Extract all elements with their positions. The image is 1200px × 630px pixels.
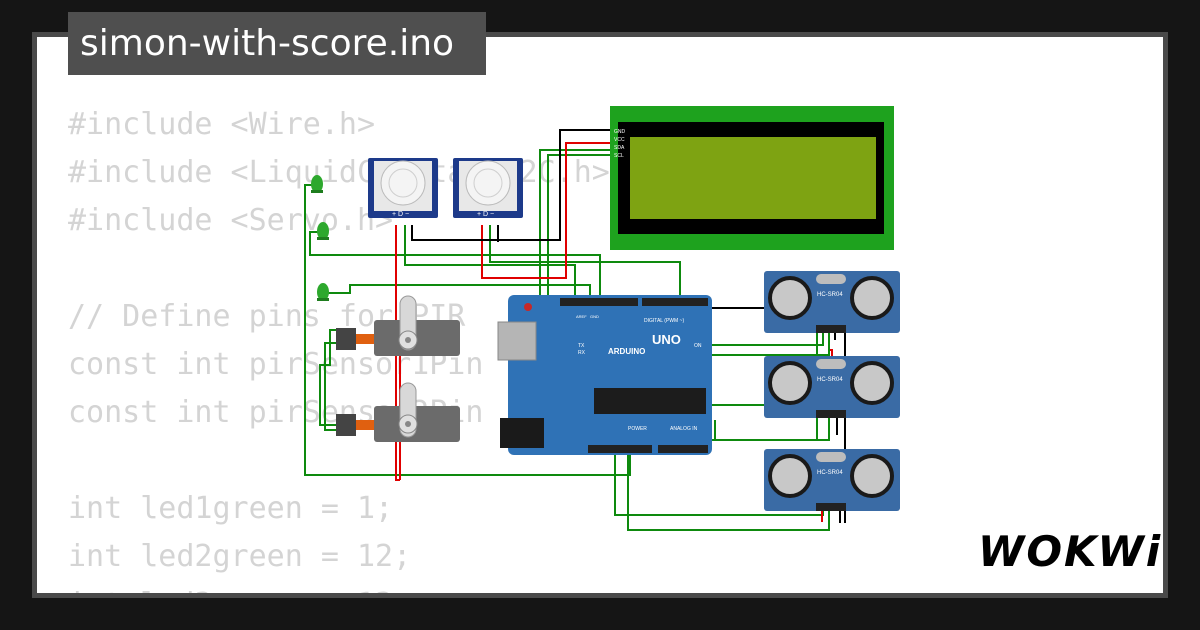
ultrasonic-sensor-2: HC-SR04 — [764, 356, 900, 418]
project-title: simon-with-score.ino — [68, 12, 486, 75]
pir-sensor-2: + D − — [453, 158, 523, 218]
arduino-rx-label: RX — [578, 350, 586, 356]
arduino-on-label: ON — [694, 343, 702, 349]
arduino-logo-text: ARDUINO — [608, 347, 645, 356]
lcd-pin-gnd-label: GND — [614, 129, 626, 135]
wokwi-logo: WOKWi — [978, 527, 1163, 576]
wire-lcd-sda — [539, 149, 612, 300]
ultrasonic-2-label: HC-SR04 — [817, 377, 843, 383]
code-line: int led1green = 1; — [68, 491, 394, 526]
wire-lcd-gnd — [411, 129, 612, 241]
wire-pir-vcc — [395, 225, 400, 481]
arduino-model-text: UNO — [652, 332, 681, 347]
lcd-pin-sda-label: SDA — [614, 145, 625, 151]
wire-led2 — [309, 231, 601, 300]
wire-led1 — [304, 184, 631, 476]
led-green-2 — [317, 222, 329, 240]
pir-1-pin-labels: + D − — [392, 211, 409, 218]
arduino-gnd-label: GND — [590, 314, 599, 319]
wire-servo2 — [324, 342, 340, 431]
servo-1 — [336, 295, 460, 356]
arduino-analog-label: ANALOG IN — [670, 426, 698, 432]
code-line: const int pirSensor1Pin — [68, 347, 484, 382]
ultrasonic-1-label: HC-SR04 — [817, 292, 843, 298]
code-line: int led3green = 13; — [68, 581, 610, 593]
pir-sensor-1: + D − — [368, 158, 438, 218]
led-green-1 — [311, 175, 323, 193]
wire-lcd-vcc — [481, 142, 612, 279]
wire-lcd-scl — [547, 154, 612, 300]
lcd-pin-scl-label: SCL — [614, 153, 624, 159]
arduino-aref-label: AREF — [576, 314, 587, 319]
code-line: int led2green = 12; — [68, 539, 412, 574]
wire-pir1 — [404, 225, 576, 300]
arduino-digital-label: DIGITAL (PWM ~) — [644, 318, 684, 324]
wire-pir2 — [489, 225, 681, 300]
wire-led3 — [324, 284, 591, 300]
ultrasonic-sensor-1: HC-SR04 — [764, 271, 900, 333]
code-line: #include <Wire.h> — [68, 107, 376, 142]
led-green-3 — [317, 283, 329, 301]
arduino-uno-board: ARDUINO UNO DIGITAL (PWM ~) POWER ANALOG… — [497, 295, 712, 455]
servo-2 — [336, 382, 460, 442]
arduino-tx-label: TX — [578, 343, 585, 349]
arduino-power-label: POWER — [628, 426, 647, 432]
pir-2-pin-labels: + D − — [477, 211, 494, 218]
lcd-display: GND VCC SDA SCL — [610, 106, 894, 250]
ultrasonic-3-label: HC-SR04 — [817, 470, 843, 476]
ultrasonic-sensor-3: HC-SR04 — [764, 449, 900, 511]
lcd-pin-vcc-label: VCC — [614, 137, 625, 143]
